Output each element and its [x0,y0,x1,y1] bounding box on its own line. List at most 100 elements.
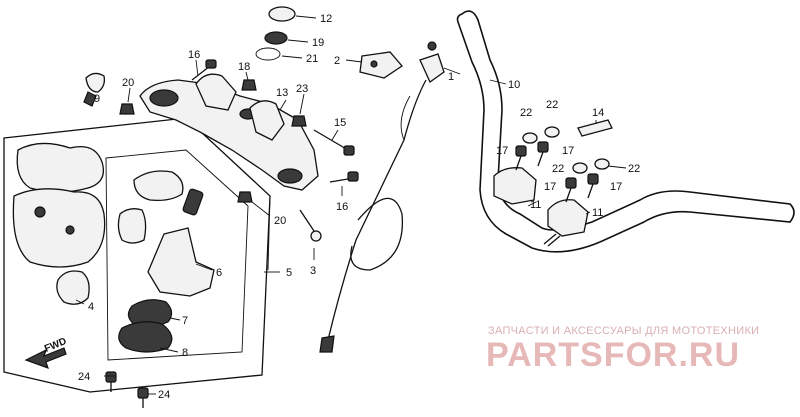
callout-2: 2 [334,55,340,67]
washer-part-19 [264,31,288,45]
holder-upper-part-11-left [493,167,537,205]
bolt-part-17 [587,173,599,199]
pin-part-3-ring [310,230,322,242]
callout-24-left: 24 [78,371,90,383]
cable-adjuster [419,53,445,83]
callout-12: 12 [320,13,332,25]
nut-part-20 [119,103,135,115]
switch-button [65,225,75,235]
callout-11-right: 11 [592,207,603,219]
switch-base [118,321,173,353]
watermark-logo: PARTSFOR.RU [486,336,740,374]
callout-17-b: 17 [562,145,574,157]
cable-line [327,79,427,341]
callout-19: 19 [312,37,324,49]
handlebar [456,10,795,253]
watermark-tagline: ЗАПЧАСТИ И АКСЕССУАРЫ ДЛЯ МОТОТЕХНИКИ [488,325,759,337]
bolt-part-17 [537,141,549,167]
switch-housing-upper-left [16,142,105,193]
ring-part-21 [255,47,281,61]
callout-22-c: 22 [552,163,564,175]
callout-13: 13 [276,87,288,99]
callout-15: 15 [334,117,346,129]
pin-part-14 [577,119,613,137]
washer-part-22 [594,158,610,170]
callout-16-upper: 16 [188,49,200,61]
washer-part-22 [572,162,588,174]
callout-4: 4 [88,301,94,313]
switch-plate [127,299,173,328]
switch-assembly-group: FWD [3,117,271,408]
top-bridge-group [139,73,319,191]
bolt-part-15-head [343,145,355,156]
bolt-part-15 [313,129,349,151]
callout-14: 14 [592,107,604,119]
screw-head [105,371,117,383]
callout-22-a: 22 [520,107,532,119]
callout-23: 23 [296,83,308,95]
holder-upper-part-11-right [547,199,589,237]
small-parts [83,6,403,242]
washer-part-22 [544,126,560,138]
forward-indicator: FWD [24,336,68,369]
switch-housing-lower-left [12,188,106,268]
cap-part-12 [268,6,296,22]
switch-case-top [133,170,184,202]
callout-11-left: 11 [530,199,541,211]
callout-6: 6 [216,267,222,279]
bolt-part-17 [565,177,577,203]
cable-loop [350,197,404,271]
clip-part-9 [85,72,106,93]
cable-group [319,41,445,353]
forward-arrow-icon [24,347,67,369]
pin-part-3 [299,209,317,235]
clip-part-9-tab [83,91,97,107]
leader-lines [75,15,627,395]
bolt-part-16-lower-head [347,171,359,182]
callout-18: 18 [238,61,250,73]
callout-20-upper: 20 [122,77,134,89]
switch-knob [117,208,147,244]
callout-5: 5 [286,267,292,279]
nut-part-18 [241,79,257,91]
callout-21: 21 [306,53,318,65]
fork-bore-left [149,89,179,107]
callout-22-b: 22 [546,99,558,111]
bolt-part-17 [515,145,527,171]
callouts: 1 2 3 4 5 6 7 8 9 10 11 11 12 13 14 15 1… [78,13,640,401]
callout-17-c: 17 [544,181,556,193]
handlebar-knurl [547,235,561,247]
callout-9: 9 [94,93,100,105]
bracket-part-2 [359,51,403,79]
holder-clamp-left [195,73,237,111]
cable-lower-end [319,335,335,353]
callout-20-lower: 20 [274,215,286,227]
callout-10: 10 [508,79,520,91]
handlebar-knurl [543,233,557,245]
cable-sheath [400,95,411,141]
handlebar-group [456,10,795,253]
ignition-key [182,188,204,216]
inner-box-outline [105,149,249,361]
switch-button [34,206,46,218]
cable-end [427,41,437,51]
box-edge [267,195,271,271]
switch-housing-small [56,270,90,305]
callout-22-d: 22 [628,163,640,175]
callout-3: 3 [310,265,316,277]
callout-17-a: 17 [496,145,508,157]
washer-part-22 [522,132,538,144]
screw-24-left [105,371,117,392]
bracket-hole [370,60,378,68]
bolt-part-16-head [205,59,217,69]
callout-8: 8 [182,347,188,359]
switch-body [147,227,215,297]
nut-part-20-lower [237,191,253,203]
screw-24-right [137,387,149,408]
callout-16-lower: 16 [336,201,348,213]
callout-1: 1 [448,71,454,83]
nut-part-23 [291,115,307,127]
callout-7: 7 [182,315,188,327]
